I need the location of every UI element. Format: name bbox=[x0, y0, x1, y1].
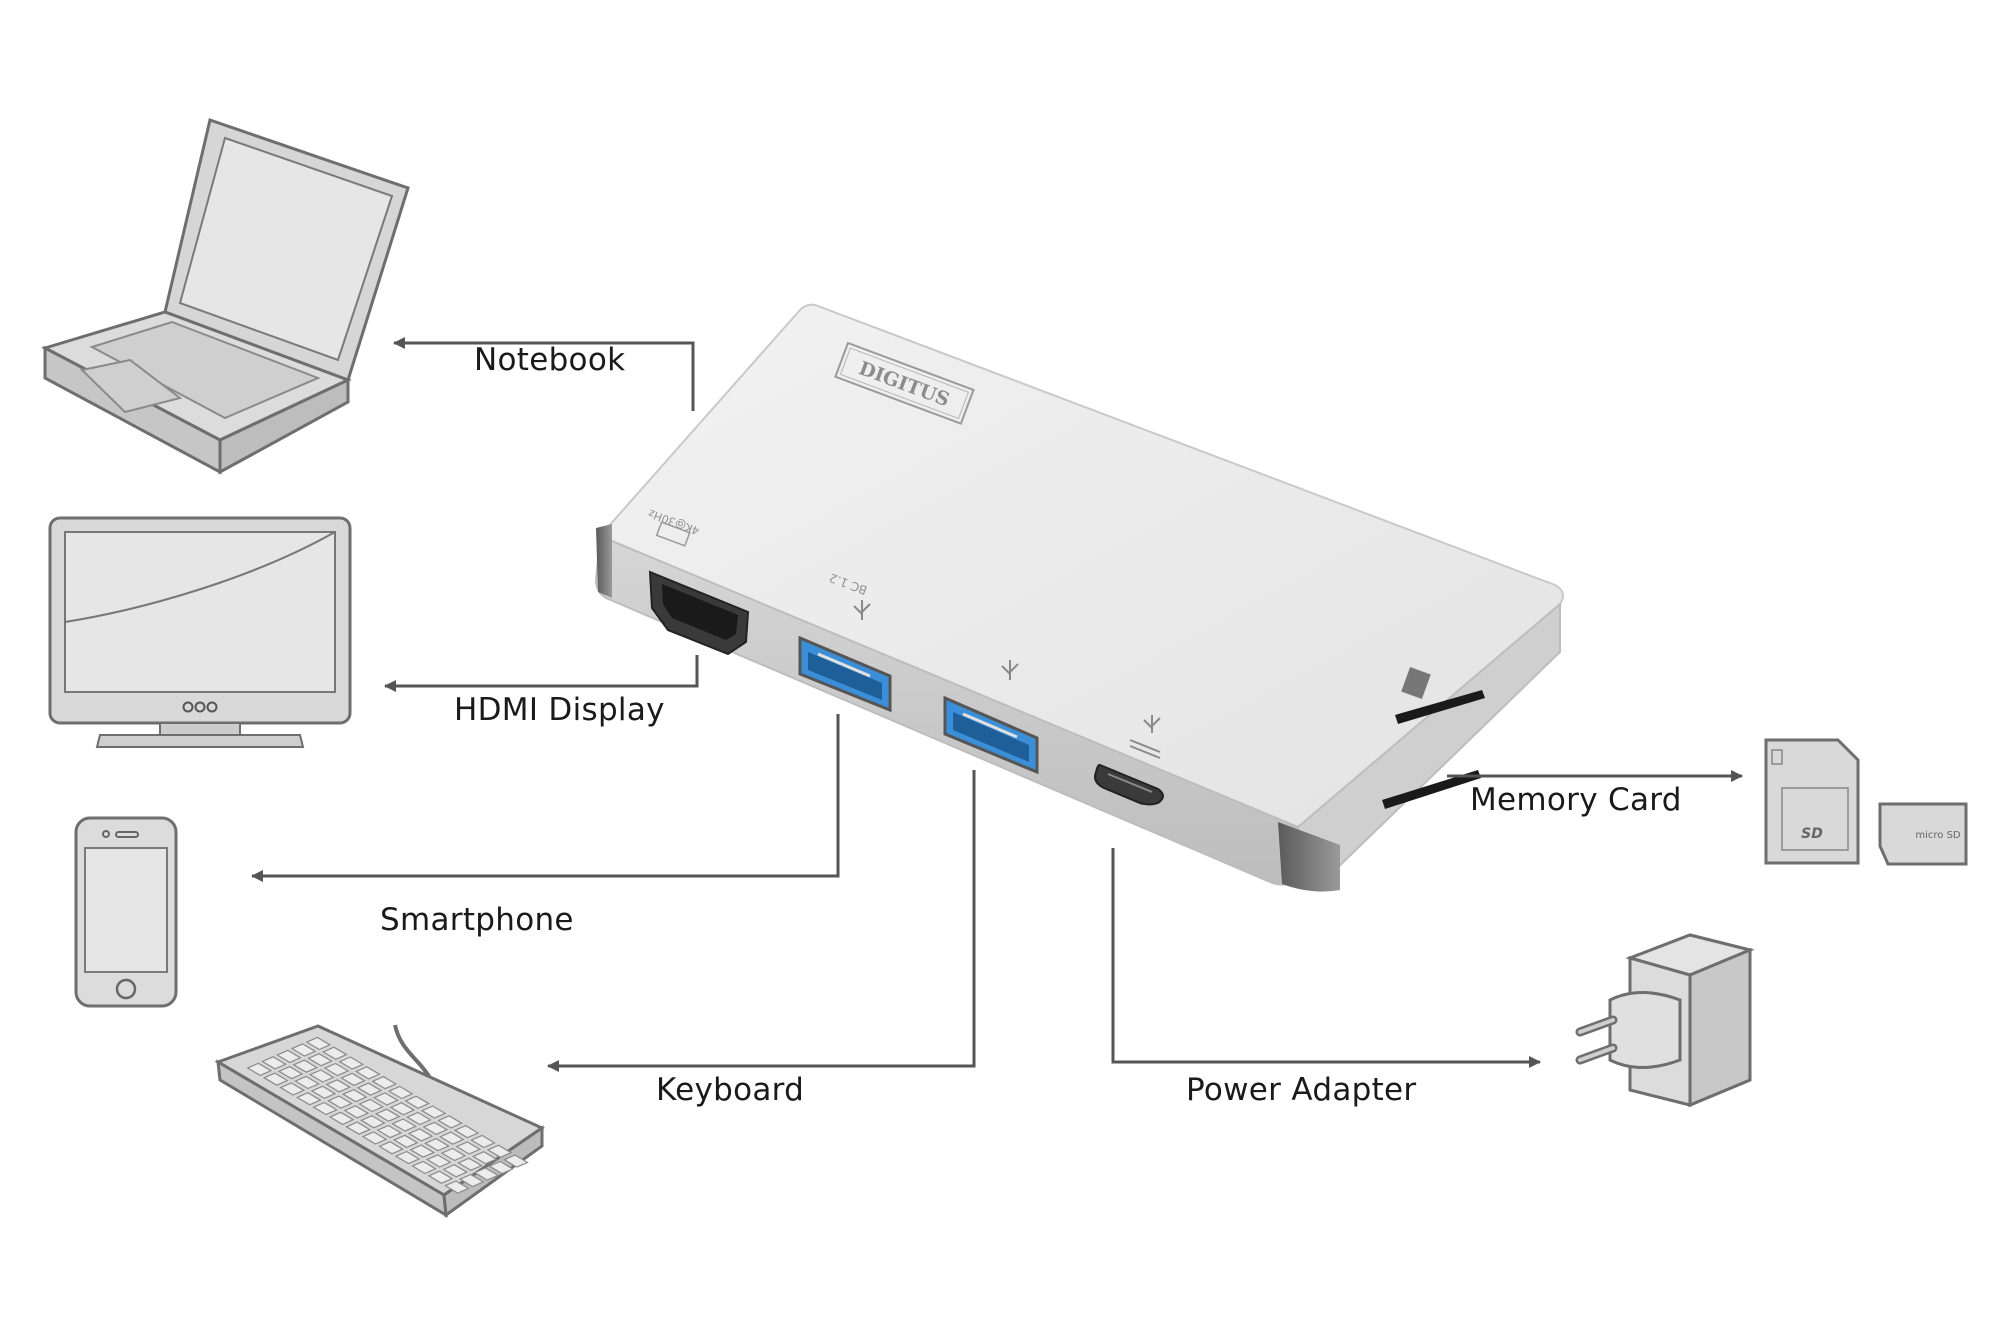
sd-card-icon: SD bbox=[1764, 738, 1860, 865]
keyboard-key bbox=[343, 1105, 370, 1119]
keyboard-key bbox=[405, 1111, 432, 1126]
smartphone-icon bbox=[74, 816, 178, 1008]
usb-glyphs bbox=[853, 600, 1161, 759]
micro-sd-label: micro SD bbox=[1915, 830, 1961, 841]
keyboard-key bbox=[407, 1128, 434, 1142]
keyboard-key bbox=[277, 1065, 304, 1080]
keyboard-key bbox=[246, 1062, 273, 1077]
keyboard-key bbox=[290, 1043, 317, 1057]
keyboard-key bbox=[325, 1079, 352, 1093]
keyboard-key bbox=[361, 1131, 388, 1145]
keyboard-key bbox=[391, 1118, 417, 1132]
keyboard-key bbox=[453, 1124, 480, 1139]
usb-c-hub: DIGITUS 4K@30Hz BC 1.2 bbox=[594, 303, 1565, 892]
keyboard-key bbox=[345, 1121, 372, 1135]
keyboard-key bbox=[378, 1141, 404, 1155]
keyboard-icon bbox=[214, 1024, 546, 1218]
usb-c-port bbox=[1094, 763, 1164, 806]
keyboard-key bbox=[437, 1115, 463, 1129]
keyboard-key bbox=[422, 1121, 449, 1136]
hdmi-port bbox=[648, 570, 750, 656]
keyboard-key bbox=[294, 1075, 320, 1090]
keyboard-key bbox=[310, 1085, 337, 1099]
keyboard-key bbox=[503, 1154, 529, 1168]
keyboard-key bbox=[354, 1066, 381, 1080]
hdmi-display-label: HDMI Display bbox=[454, 692, 665, 728]
keyboard-key bbox=[279, 1082, 306, 1096]
keyboard-key bbox=[359, 1115, 386, 1129]
keyboard-key bbox=[341, 1088, 368, 1103]
keyboard-key bbox=[471, 1151, 498, 1165]
keyboard-key bbox=[404, 1095, 431, 1109]
keyboard-key bbox=[323, 1062, 350, 1077]
keyboard-key bbox=[486, 1144, 513, 1158]
keyboard-connector bbox=[547, 770, 976, 1072]
keyboard-key bbox=[442, 1164, 469, 1178]
keyboard-key bbox=[312, 1101, 339, 1116]
keyboard-key bbox=[443, 1180, 470, 1194]
keyboard-key bbox=[307, 1053, 333, 1067]
keyboard-key bbox=[424, 1137, 450, 1152]
power-connector bbox=[1111, 848, 1541, 1068]
notebook-connector bbox=[393, 337, 695, 411]
keyboard-key bbox=[457, 1157, 483, 1171]
notebook-label: Notebook bbox=[474, 342, 626, 378]
keyboard-key bbox=[470, 1134, 496, 1149]
keyboard-label: Keyboard bbox=[656, 1072, 805, 1108]
keyboard-key bbox=[488, 1160, 515, 1175]
sd-label: SD bbox=[1801, 826, 1823, 842]
keyboard-key bbox=[458, 1173, 485, 1188]
keyboard-key bbox=[305, 1036, 332, 1051]
keyboard-key bbox=[308, 1069, 335, 1083]
connector-lines bbox=[251, 337, 1743, 1072]
usb-a-port-1 bbox=[798, 635, 892, 713]
keyboard-key bbox=[438, 1131, 465, 1145]
keyboard-key bbox=[321, 1046, 348, 1060]
keyboard-key bbox=[387, 1085, 414, 1100]
keyboard-key bbox=[371, 1075, 398, 1090]
keyboard-key bbox=[440, 1147, 467, 1162]
keyboard-key bbox=[328, 1111, 355, 1126]
power-adapter-icon bbox=[1575, 933, 1755, 1108]
keyboard-key bbox=[295, 1092, 322, 1106]
keyboard-key bbox=[392, 1134, 419, 1149]
micro-sd-icon: micro SD bbox=[1878, 802, 1968, 866]
keyboard-key bbox=[358, 1098, 385, 1113]
keyboard-key bbox=[389, 1102, 416, 1116]
memory-card-label: Memory Card bbox=[1470, 782, 1682, 818]
keyboard-key bbox=[411, 1160, 437, 1175]
smartphone-label: Smartphone bbox=[380, 902, 574, 938]
keyboard-key bbox=[292, 1059, 319, 1073]
keyboard-key bbox=[327, 1095, 353, 1109]
keyboard-key bbox=[394, 1150, 421, 1165]
keyboard-key bbox=[356, 1082, 383, 1096]
hdmi-connector bbox=[384, 655, 699, 692]
smartphone-connector bbox=[251, 714, 840, 882]
keyboard-key bbox=[427, 1170, 454, 1184]
power-adapter-label: Power Adapter bbox=[1186, 1072, 1417, 1108]
keyboard-key bbox=[473, 1167, 500, 1181]
keyboard-key bbox=[409, 1144, 436, 1158]
keyboard-key bbox=[374, 1108, 401, 1122]
keyboard-key bbox=[425, 1154, 452, 1168]
keyboard-key bbox=[261, 1056, 287, 1070]
keyboard-key bbox=[376, 1124, 403, 1139]
usb-a-port-2 bbox=[943, 695, 1039, 775]
monitor-icon bbox=[48, 516, 352, 748]
keyboard-key bbox=[338, 1056, 365, 1070]
keyboard-key bbox=[275, 1049, 302, 1064]
keyboard-key bbox=[372, 1092, 399, 1106]
notebook-icon bbox=[41, 118, 410, 475]
keyboard-key bbox=[455, 1141, 482, 1155]
keyboard-key bbox=[262, 1072, 289, 1086]
keyboard-key bbox=[420, 1105, 447, 1119]
keyboard-key bbox=[340, 1072, 366, 1087]
